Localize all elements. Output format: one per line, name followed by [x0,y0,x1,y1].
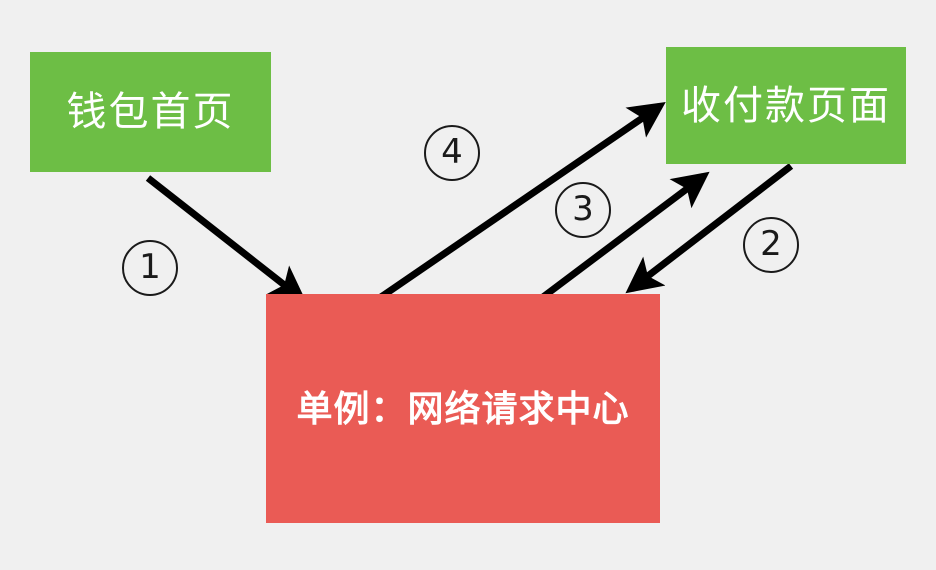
edge-label-3-text: 3 [572,189,594,229]
edge-label-3: 3 [555,182,611,238]
node-wallet-home[interactable]: 钱包首页 [30,52,271,172]
edge-label-4-text: 4 [441,132,463,172]
arrow-4-network-to-payment [376,102,666,302]
edge-label-1: 1 [122,240,178,296]
edge-label-4: 4 [424,125,480,181]
edge-label-1-text: 1 [139,247,161,287]
node-payment-page[interactable]: 收付款页面 [666,47,906,164]
edge-label-2: 2 [743,217,799,273]
edge-label-2-text: 2 [760,224,782,264]
node-network-request-center[interactable]: 单例：网络请求中心 [266,294,660,523]
